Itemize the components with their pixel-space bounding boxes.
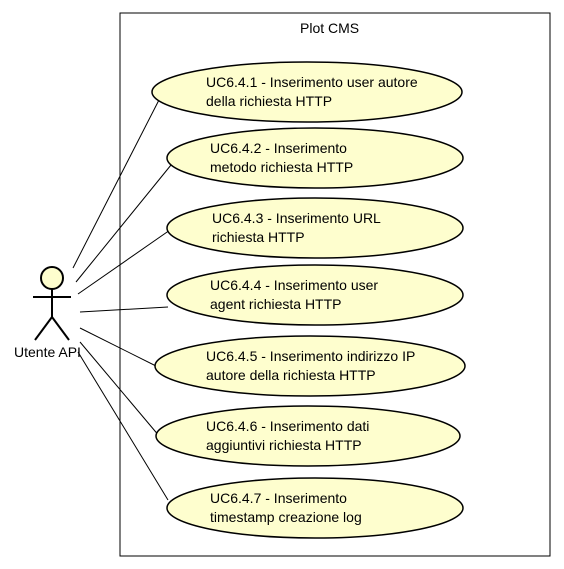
- association-uc4: [79, 306, 169, 313]
- association-uc3: [77, 229, 171, 295]
- use-case-4: UC6.4.4 - Inserimento user agent richies…: [210, 276, 378, 314]
- association-uc5: [79, 327, 159, 368]
- use-case-2-line-2: metodo richiesta HTTP: [210, 159, 354, 175]
- use-case-ellipse-7: [166, 477, 464, 539]
- use-case-6-line-1: UC6.4.6 - Inserimento dati: [206, 418, 370, 434]
- use-case-ellipse-2: [166, 127, 464, 189]
- actor-head: [40, 266, 64, 290]
- use-case-ellipse-5: [154, 335, 466, 397]
- use-case-ellipse-4: [166, 264, 464, 326]
- association-uc1: [72, 97, 161, 269]
- use-case-ellipse-3: [166, 197, 464, 259]
- actor-figure: [33, 266, 71, 341]
- use-case-shapes: [151, 61, 466, 539]
- use-case-3-line-1: UC6.4.3 - Inserimento URL: [212, 210, 381, 226]
- use-case-7-line-1: UC6.4.7 - Inserimento: [210, 490, 347, 506]
- use-case-5-line-1: UC6.4.5 - Inserimento indirizzo IP: [206, 348, 416, 364]
- association-uc6: [79, 341, 161, 438]
- use-case-1-line-1: UC6.4.1 - Inserimento user autore: [206, 74, 418, 90]
- system-title: Plot CMS: [300, 20, 360, 36]
- use-case-3: UC6.4.3 - Inserimento URL richiesta HTTP: [212, 209, 381, 247]
- use-case-4-line-1: UC6.4.4 - Inserimento user: [210, 277, 379, 293]
- use-case-1-line-2: della richiesta HTTP: [206, 93, 333, 109]
- associations: [72, 97, 172, 501]
- use-case-ellipse-1: [151, 61, 463, 123]
- use-case-4-line-2: agent richiesta HTTP: [210, 296, 342, 312]
- association-uc2: [75, 164, 172, 283]
- association-uc7: [77, 351, 169, 501]
- use-case-7-line-2: timestamp creazione log: [210, 509, 362, 525]
- actor-right-leg: [51, 316, 70, 341]
- use-case-5: UC6.4.5 - Inserimento indirizzo IP autor…: [206, 347, 415, 385]
- use-case-1: UC6.4.1 - Inserimento user autore della …: [206, 73, 418, 111]
- actor-left-leg: [34, 316, 53, 341]
- use-case-2-line-1: UC6.4.2 - Inserimento: [210, 140, 347, 156]
- use-case-ellipse-6: [155, 405, 461, 467]
- use-case-5-line-2: autore della richiesta HTTP: [206, 367, 376, 383]
- use-case-7: UC6.4.7 - Inserimento timestamp creazion…: [210, 489, 362, 527]
- use-case-3-line-2: richiesta HTTP: [212, 229, 305, 245]
- use-case-6-line-2: aggiuntivi richiesta HTTP: [206, 437, 362, 453]
- use-case-2: UC6.4.2 - Inserimento metodo richiesta H…: [210, 139, 353, 177]
- actor-name: Utente API: [14, 344, 81, 360]
- use-case-6: UC6.4.6 - Inserimento dati aggiuntivi ri…: [206, 417, 369, 455]
